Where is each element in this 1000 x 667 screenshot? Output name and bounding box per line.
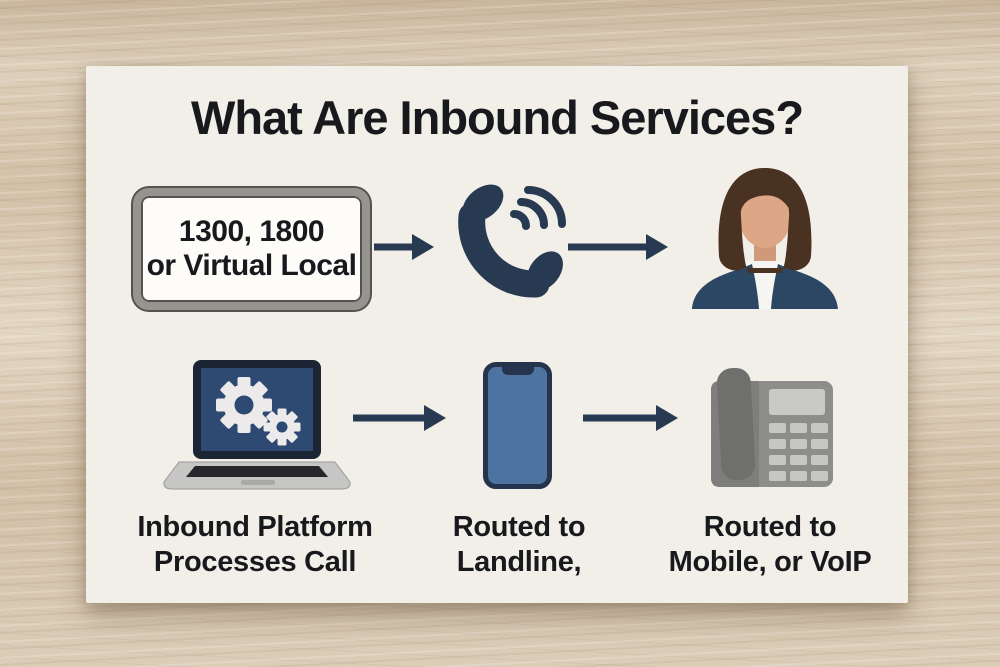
infographic-card: What Are Inbound Services? 1300, 1800 or… xyxy=(86,66,908,603)
caption-routed-landline: Routed to Landline, xyxy=(419,510,619,580)
caption-line: Routed to xyxy=(703,511,837,543)
gear-icon xyxy=(216,377,272,433)
keypad xyxy=(769,423,828,481)
caption-line: Landline, xyxy=(456,546,582,578)
sign-line-2: or Virtual Local xyxy=(146,249,357,282)
caption-line: Processes Call xyxy=(153,546,357,578)
caption-routed-mobile-voip: Routed to Mobile, or VoIP xyxy=(620,510,920,580)
call-agent-avatar xyxy=(692,168,838,309)
right-arrow-icon xyxy=(568,234,668,260)
page-title: What Are Inbound Services? xyxy=(190,91,804,144)
gear-icon xyxy=(263,408,301,446)
right-arrow-icon xyxy=(374,234,434,260)
number-sign: 1300, 1800 or Virtual Local xyxy=(133,188,370,310)
right-arrow-icon xyxy=(583,405,678,431)
desk-phone-icon xyxy=(711,367,833,487)
sign-line-1: 1300, 1800 xyxy=(178,215,325,248)
caption-inbound-platform: Inbound Platform Processes Call xyxy=(113,510,397,580)
ringing-phone-icon xyxy=(458,184,566,298)
caption-line: Inbound Platform xyxy=(137,511,373,543)
smartphone-notch xyxy=(501,366,534,375)
right-arrow-icon xyxy=(353,405,446,431)
smartphone-icon xyxy=(483,362,552,489)
caption-line: Mobile, or VoIP xyxy=(668,546,872,578)
caption-line: Routed to xyxy=(452,511,586,543)
laptop-gears-icon xyxy=(163,360,351,490)
